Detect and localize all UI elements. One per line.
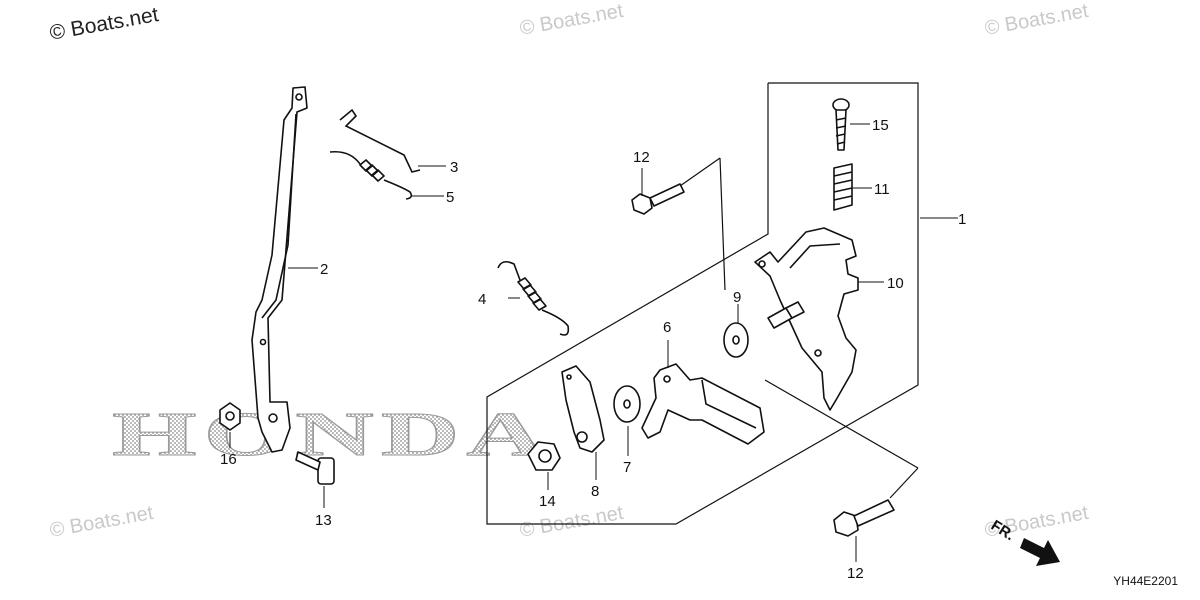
label-part-2: 2 bbox=[320, 261, 328, 278]
label-part-9: 9 bbox=[733, 289, 741, 306]
label-part-1: 1 bbox=[958, 211, 966, 228]
label-part-14: 14 bbox=[539, 493, 556, 510]
part-9-washer bbox=[723, 322, 749, 358]
part-14-flange-nut bbox=[527, 441, 561, 471]
part-12-bolt-upper bbox=[631, 183, 685, 215]
label-part-11: 11 bbox=[874, 181, 890, 198]
leader-lines bbox=[229, 123, 958, 562]
part-12-bolt-lower bbox=[833, 499, 895, 537]
diagram-code: YH44E2201 bbox=[1113, 574, 1178, 588]
label-part-10: 10 bbox=[887, 275, 904, 292]
part-11-spring bbox=[833, 163, 853, 211]
part-6-lever-plate bbox=[641, 363, 765, 445]
label-part-15: 15 bbox=[872, 117, 889, 134]
label-part-16: 16 bbox=[220, 451, 237, 468]
front-direction-indicator: FR. bbox=[988, 517, 1060, 566]
part-15-screw bbox=[832, 98, 850, 151]
label-part-6: 6 bbox=[663, 319, 671, 336]
part-2-lever-arm bbox=[251, 86, 308, 453]
label-part-8: 8 bbox=[591, 483, 599, 500]
part-10-bracket bbox=[754, 227, 859, 411]
fr-arrow-icon bbox=[1020, 538, 1060, 566]
part-8-cam-plate bbox=[561, 365, 605, 453]
label-part-13: 13 bbox=[315, 512, 332, 529]
label-part-12-upper: 12 bbox=[633, 149, 650, 166]
part-7-washer bbox=[613, 385, 641, 423]
label-part-5: 5 bbox=[446, 189, 454, 206]
part-5-spring bbox=[329, 150, 413, 200]
part-13-bolt bbox=[295, 451, 335, 485]
part-16-nut bbox=[219, 402, 241, 431]
assembly-outline bbox=[486, 82, 919, 525]
label-part-4: 4 bbox=[478, 291, 486, 308]
part-4-spring bbox=[497, 260, 570, 336]
label-part-12-lower: 12 bbox=[847, 565, 864, 582]
honda-logo-text: HONDA bbox=[112, 401, 552, 469]
label-part-7: 7 bbox=[623, 459, 631, 476]
part-3-rod bbox=[339, 108, 421, 173]
label-part-3: 3 bbox=[450, 159, 458, 176]
fr-label: FR. bbox=[988, 517, 1018, 544]
